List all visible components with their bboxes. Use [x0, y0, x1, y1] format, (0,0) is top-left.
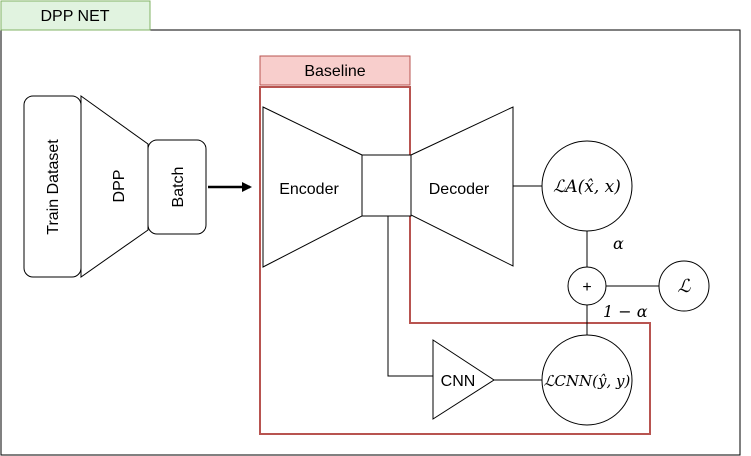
loss-cnn-label: ℒCNN(ŷ, y) — [544, 372, 631, 390]
baseline-title-tab — [259, 55, 411, 86]
baseline-region-border — [259, 86, 651, 435]
dpp-net-title-tab — [0, 0, 151, 31]
one-minus-alpha-weight-label: 1 − α — [603, 302, 648, 321]
batch-box — [147, 139, 207, 235]
cnn-shape — [432, 339, 495, 420]
baseline-title: Baseline — [304, 63, 365, 80]
train-dataset-label: Train Dataset — [45, 139, 62, 235]
decoder-label: Decoder — [429, 181, 490, 198]
dpp-net-title: DPP NET — [40, 8, 109, 25]
latent-to-cnn-line — [387, 216, 433, 377]
batch-label: Batch — [170, 167, 187, 208]
loss-cnn-node — [541, 334, 633, 426]
dpp-sampler-shape — [80, 95, 149, 278]
loss-a-label: ℒA(x̂, x) — [553, 177, 621, 197]
plus-label: + — [582, 279, 591, 296]
alpha-weight-label: α — [613, 234, 624, 253]
decoder-shape — [410, 106, 514, 267]
dpp-net-frame — [0, 29, 741, 456]
dpp-label: DPP — [111, 170, 128, 203]
loss-total-node — [658, 260, 710, 312]
encoder-label: Encoder — [279, 181, 339, 198]
loss-total-label: ℒ — [678, 276, 692, 297]
latent-box — [361, 154, 412, 217]
cnn-label: CNN — [441, 373, 476, 390]
